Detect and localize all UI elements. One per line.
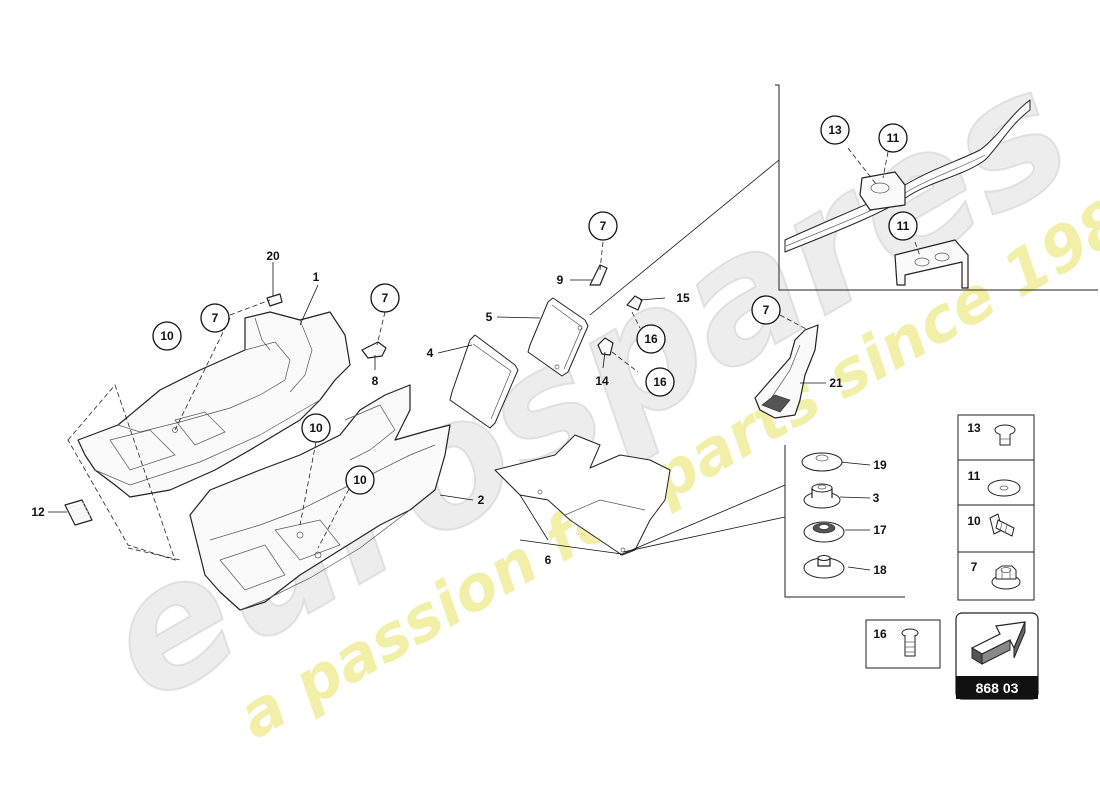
callout-13-inset: 13	[821, 116, 849, 144]
label-8: 8	[372, 374, 379, 388]
label-1: 1	[313, 270, 320, 284]
washer-18	[804, 556, 844, 579]
callout-7-c: 7	[589, 212, 617, 240]
callout-11-label: 11	[887, 131, 900, 145]
washer-19	[802, 453, 842, 471]
lead-19	[840, 462, 870, 465]
callout-7-b: 7	[371, 284, 399, 312]
fastener-legend: 13 11 10 7	[958, 415, 1034, 600]
label-14: 14	[595, 374, 609, 388]
callout-10-label: 10	[160, 329, 174, 343]
callout-16-label: 16	[644, 332, 658, 346]
part-12-pad	[65, 500, 92, 525]
legend-num-16: 16	[873, 627, 887, 641]
callout-7-label: 7	[763, 303, 770, 317]
callout-16-label: 16	[653, 375, 667, 389]
callout-16-a: 16	[637, 325, 665, 353]
legend-num-10: 10	[967, 514, 981, 528]
grommet-3	[804, 484, 840, 508]
pad-body	[65, 500, 92, 525]
callout-10-c: 10	[346, 466, 374, 494]
callout-10-label: 10	[309, 421, 323, 435]
callout-7-label: 7	[600, 219, 607, 233]
hex-nut-icon	[992, 566, 1020, 589]
label-4: 4	[427, 346, 434, 360]
callout-7-label: 7	[382, 291, 389, 305]
seal-ring-17	[804, 522, 844, 542]
part-8-clip	[362, 342, 386, 358]
label-17: 17	[873, 523, 887, 537]
lead-3	[840, 497, 870, 498]
callout-7-a: 7	[201, 304, 229, 332]
callout-11-inset-b: 11	[889, 212, 917, 240]
label-6: 6	[545, 553, 552, 567]
legend-num-13: 13	[967, 421, 981, 435]
label-3: 3	[873, 491, 880, 505]
diagram-nav-box[interactable]: 868 03	[956, 613, 1038, 699]
dash-7-20	[230, 300, 270, 315]
label-2: 2	[478, 493, 485, 507]
clip-8	[362, 342, 386, 358]
label-19: 19	[873, 458, 887, 472]
dash-7-8	[377, 312, 385, 345]
legend-16: 16	[866, 620, 940, 668]
callout-13-label: 13	[828, 123, 842, 137]
hardware-frame	[785, 445, 905, 597]
legend-num-7: 7	[971, 560, 978, 574]
label-12: 12	[31, 505, 45, 519]
legend-num-11: 11	[968, 469, 981, 483]
label-18: 18	[873, 563, 887, 577]
callout-10-b: 10	[302, 414, 330, 442]
label-5: 5	[486, 310, 493, 324]
callout-7-label: 7	[212, 311, 219, 325]
callout-7-d: 7	[752, 296, 780, 324]
washer-icon	[988, 480, 1020, 496]
callout-10-a: 10	[153, 322, 181, 350]
label-15: 15	[676, 291, 690, 305]
callout-11-inset-a: 11	[879, 124, 907, 152]
label-21: 21	[829, 376, 843, 390]
callout-10-label: 10	[353, 473, 367, 487]
callout-16-b: 16	[646, 368, 674, 396]
label-20: 20	[266, 249, 280, 263]
callout-11-label: 11	[897, 219, 910, 233]
label-9: 9	[557, 273, 564, 287]
lead-18	[848, 567, 870, 570]
clip-upper	[860, 172, 905, 210]
diagram-code: 868 03	[976, 680, 1019, 696]
